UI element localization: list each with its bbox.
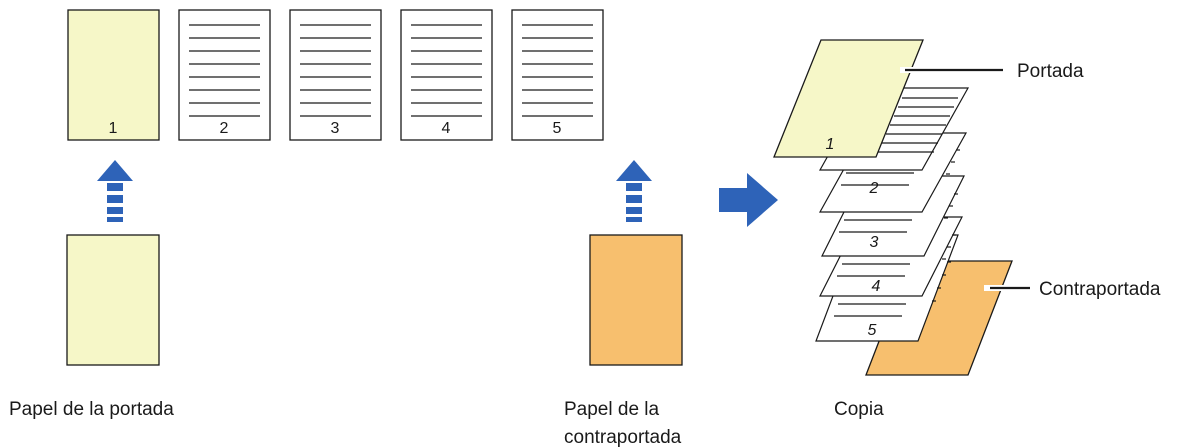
page-number-3: 3	[331, 120, 340, 137]
page-number-1: 1	[109, 120, 118, 137]
back-cover-paper-label-line2: contraportada	[564, 427, 682, 447]
cover-paper-label: Papel de la portada	[9, 399, 174, 420]
copy-page-number-5: 5	[868, 322, 877, 339]
text-lines	[522, 24, 593, 117]
original-page-1: 1	[67, 9, 160, 141]
text-lines	[300, 24, 371, 117]
dashed-up-arrow-icon	[616, 160, 652, 222]
back-cover-paper-label-line1: Papel de la	[564, 399, 660, 420]
back-cover-label: Contraportada	[1039, 279, 1161, 300]
page-number-4: 4	[442, 120, 451, 137]
page-number-2: 2	[220, 120, 229, 137]
page-number-5: 5	[553, 120, 562, 137]
original-page-5: 5	[511, 9, 604, 141]
original-page-4: 4	[400, 9, 493, 141]
copy-page-number-3: 3	[870, 234, 879, 251]
cover-paper-sheet	[66, 234, 160, 366]
right-arrow-icon	[719, 173, 778, 227]
text-lines	[411, 24, 482, 117]
dashed-up-arrow-icon	[97, 160, 133, 222]
copy-page-number-1: 1	[826, 136, 835, 153]
copy-front-cover-sheet: 1	[773, 39, 924, 158]
copy-label: Copia	[834, 399, 884, 420]
original-page-3: 3	[289, 9, 382, 141]
original-page-2: 2	[178, 9, 271, 141]
front-cover-label: Portada	[1017, 61, 1084, 82]
back-cover-paper-sheet	[589, 234, 683, 366]
copy-page-number-2: 2	[869, 180, 879, 197]
copy-page-number-4: 4	[872, 278, 881, 295]
text-lines	[189, 24, 260, 117]
